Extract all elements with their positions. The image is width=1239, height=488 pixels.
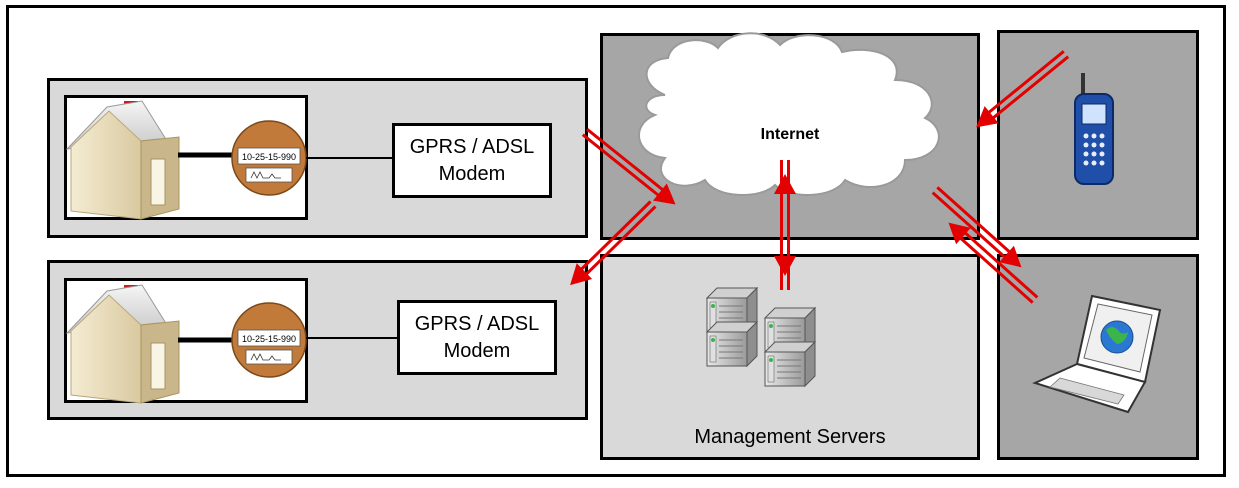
house-icon bbox=[66, 284, 180, 404]
server-rack-icon bbox=[706, 287, 816, 387]
mobile-phone-icon bbox=[1074, 73, 1114, 185]
meter-id-text: 10-25-15-990 bbox=[242, 334, 296, 344]
modem-label-line1: GPRS / ADSL bbox=[409, 135, 535, 158]
meter-icon: 10-25-15-990 bbox=[231, 302, 307, 378]
internet-label: Internet bbox=[761, 126, 820, 143]
house-icon bbox=[66, 100, 180, 220]
laptop-icon bbox=[1032, 294, 1162, 414]
meter-icon: 10-25-15-990 bbox=[231, 120, 307, 196]
modem-box-2: GPRS / ADSL Modem bbox=[397, 300, 557, 375]
modem-label-line1: GPRS / ADSL bbox=[414, 312, 540, 335]
servers-label: Management Servers bbox=[694, 426, 885, 448]
cloud-icon bbox=[638, 32, 940, 196]
meter-id-text: 10-25-15-990 bbox=[242, 152, 296, 162]
modem-label-line2: Modem bbox=[438, 162, 506, 185]
modem-box-1: GPRS / ADSL Modem bbox=[392, 123, 552, 198]
modem-label-line2: Modem bbox=[443, 339, 511, 362]
